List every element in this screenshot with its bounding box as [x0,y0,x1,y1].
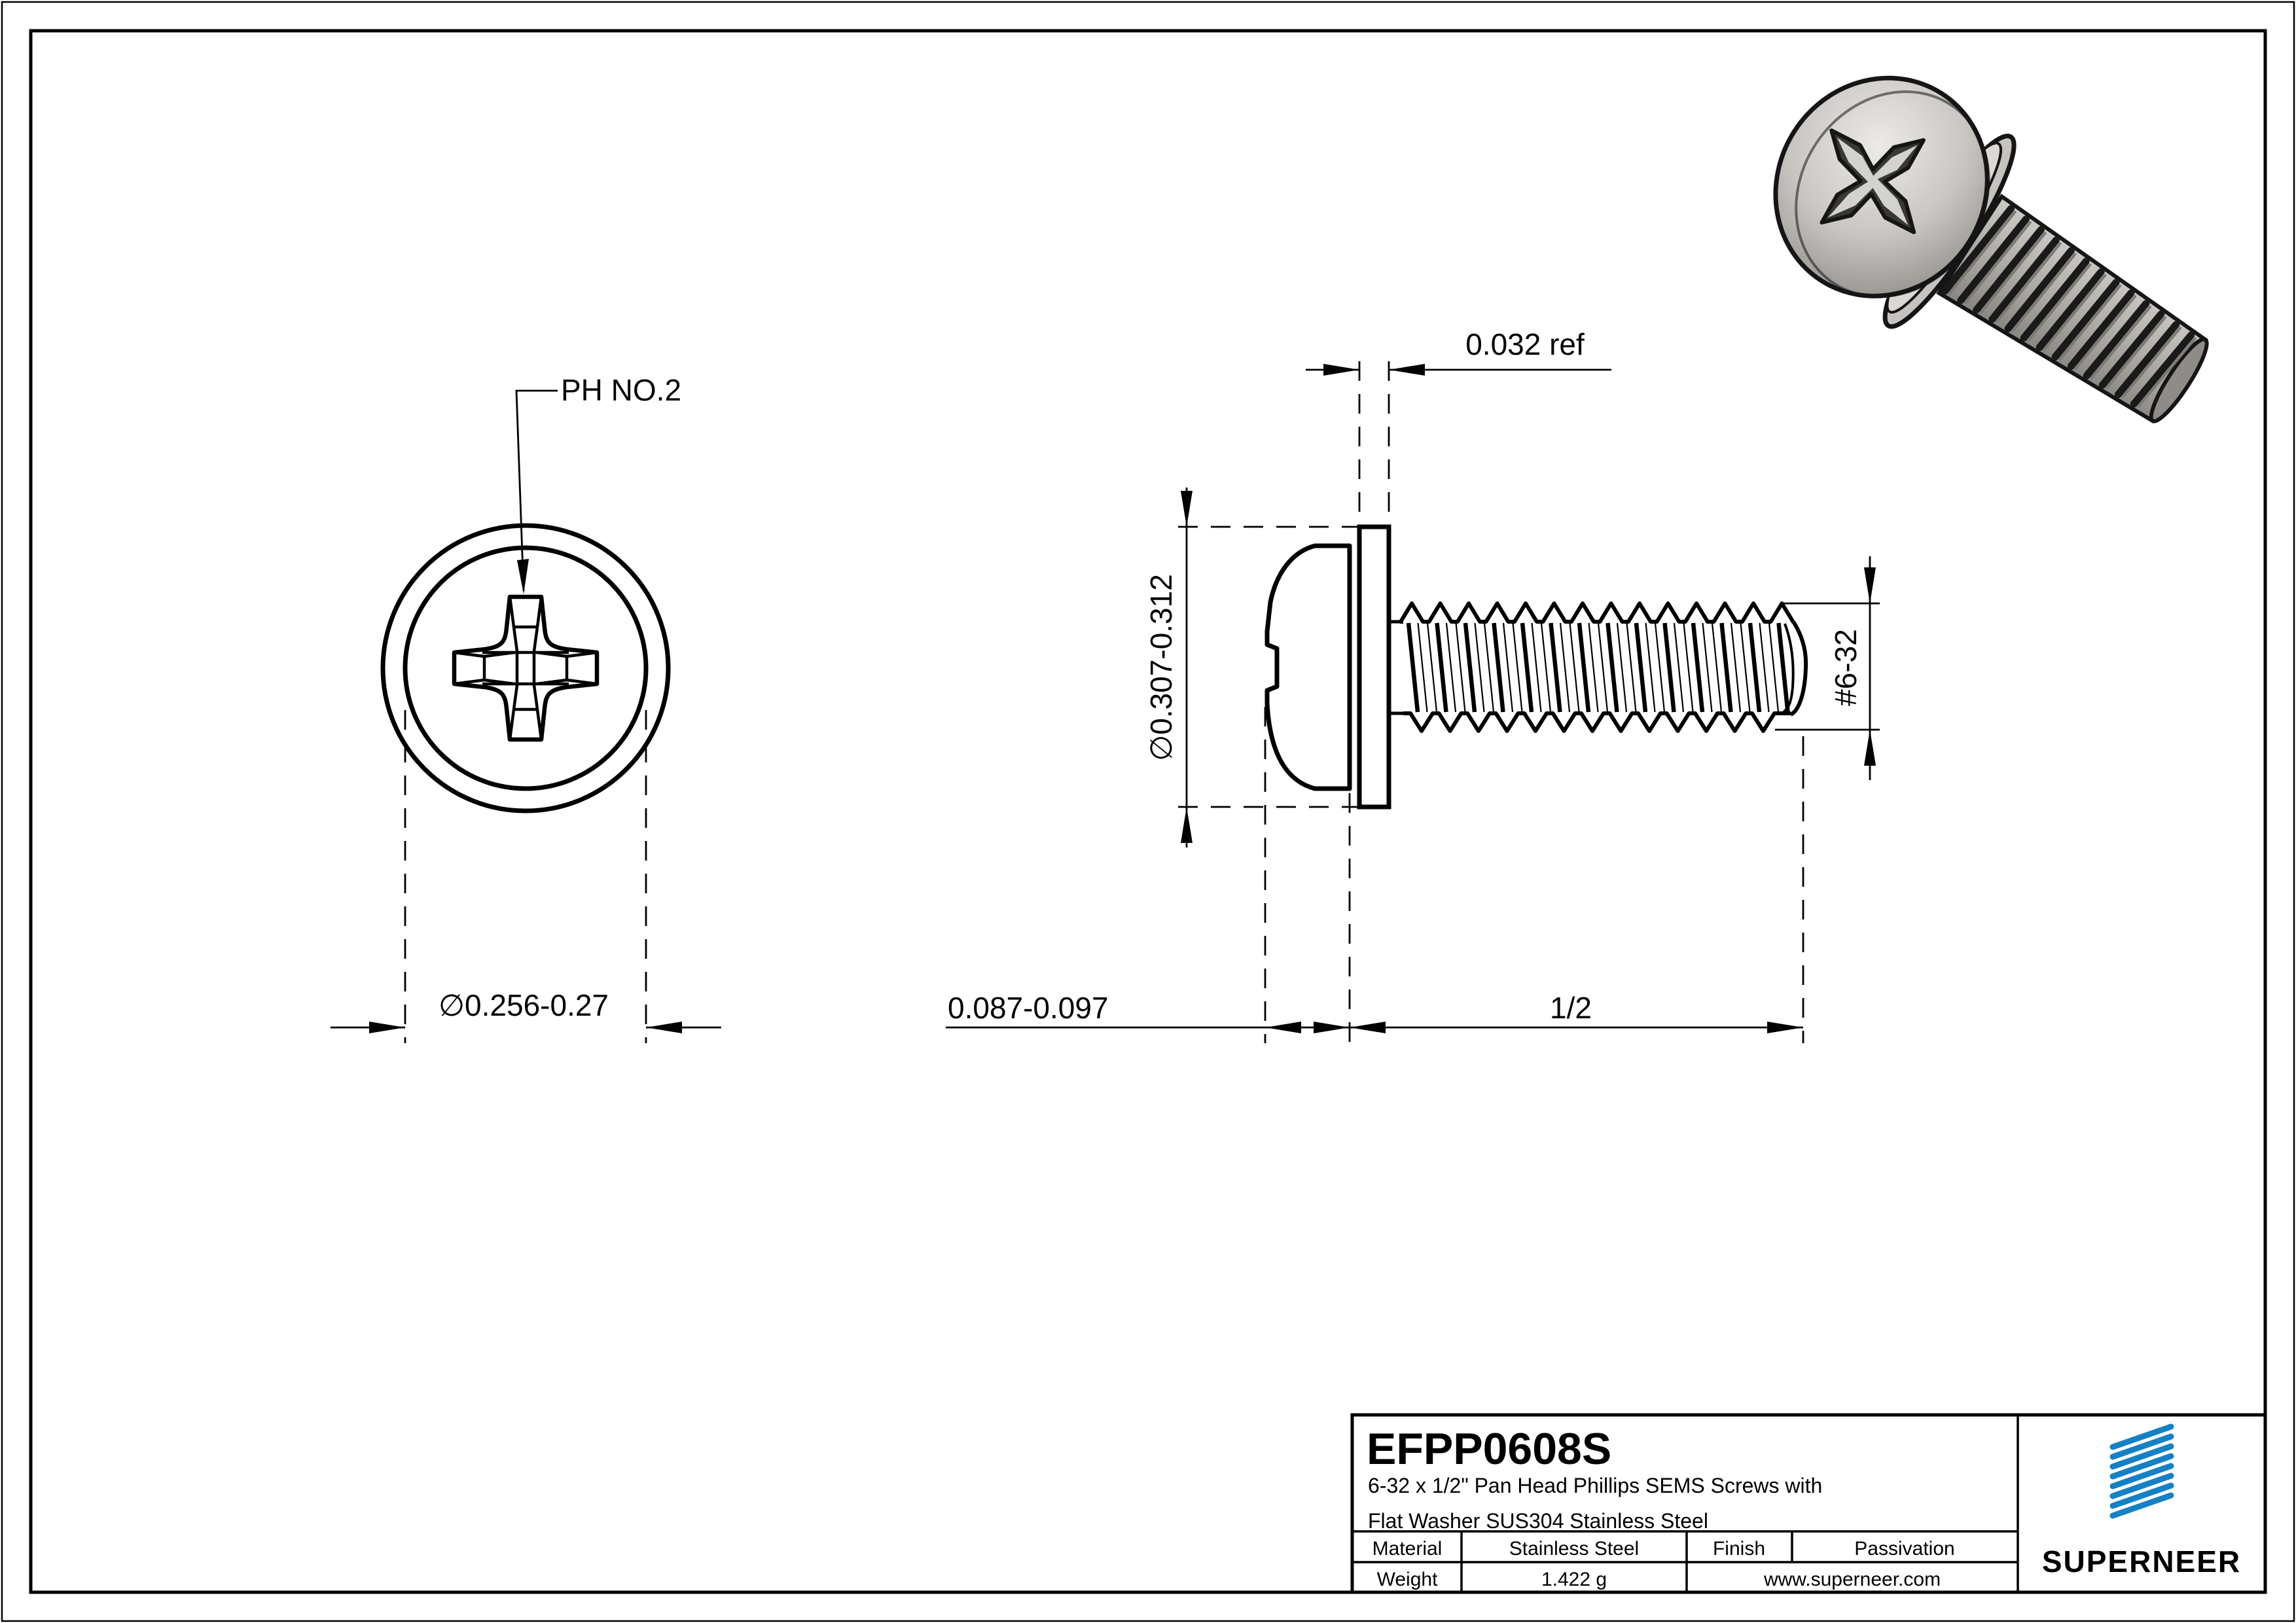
thread-length-text: 1/2 [1550,991,1592,1025]
length-arrow-right [1767,1022,1803,1033]
head-profile [1265,543,1352,791]
thread-spec-text: #6-32 [1829,629,1863,706]
description-line2: Flat Washer SUS304 Stainless Steel [1368,1509,1708,1533]
washer-ext-lines [1358,361,1390,524]
washer-outline-circle [380,523,671,813]
drive-leader-line [515,389,558,592]
render-thread-ridges [1941,205,2197,408]
part-number: EFPP0608S [1367,1424,1611,1474]
washer-od-arrow-bottom [1181,807,1193,843]
thread-helix-lines [1406,622,1790,713]
title-block: EFPP0608S 6-32 x 1/2" Pan Head Phillips … [1350,1413,2267,1594]
head-height-arrow-right [1314,1022,1350,1033]
thread-arrow-top [1864,567,1876,603]
side-view: 0.032 ref ∅0.307-0.312 #6-32 0.087-0.097… [946,327,1880,1043]
washer-diameter-text: ∅0.307-0.312 [1144,574,1178,761]
head-diameter-text: ∅0.256-0.27 [439,988,609,1022]
drive-leader-arrow [517,559,529,594]
material-label: Material [1372,1538,1443,1560]
title-block-grid [1352,1415,2019,1592]
finish-value: Passivation [1854,1538,1954,1560]
washer-arrow-left [1323,364,1359,376]
finish-label: Finish [1713,1538,1765,1560]
thread-bottom-crests [1403,711,1791,733]
thread-top-crests [1399,601,1795,624]
thread-end-inner [1782,623,1795,713]
washer-arrow-right [1389,364,1425,376]
drive-label: PH NO.2 [561,373,681,407]
thread-arrow-bottom [1864,730,1876,766]
description-line1: 6-32 x 1/2" Pan Head Phillips SEMS Screw… [1368,1474,1822,1497]
render-tip [2149,337,2209,423]
weight-value: 1.422 g [1541,1569,1607,1590]
front-extension-lines [404,710,647,1043]
length-arrow-left [1350,1022,1386,1033]
head-height-text: 0.087-0.097 [948,991,1109,1025]
thread-end-cap [1789,620,1808,717]
screw-3d-render [1773,75,2209,424]
render-head-rim [1795,90,1990,298]
head-dia-arrow-right [646,1022,682,1033]
washer-od-arrow-top [1181,491,1193,527]
website-link[interactable]: www.superneer.com [1763,1569,1941,1590]
phillips-inner-lines [454,596,598,740]
brand-name: SUPERNEER [2042,1544,2241,1578]
head-dia-arrow-left [369,1022,405,1033]
bottom-ext-lines [1264,707,1804,1043]
brand-logo-icon [2109,1423,2174,1519]
render-phillips [1820,128,1926,234]
weight-label: Weight [1377,1569,1438,1590]
front-view: PH NO.2 ∅0.256-0.27 [331,373,721,1043]
head-outline-circle [403,545,649,791]
phillips-recess [452,594,600,742]
washer-profile [1357,524,1391,810]
inner-frame [29,29,2267,1594]
washer-thickness-text: 0.032 ref [1465,327,1585,361]
material-value: Stainless Steel [1509,1538,1639,1560]
head-height-arrow-left [1265,1022,1301,1033]
